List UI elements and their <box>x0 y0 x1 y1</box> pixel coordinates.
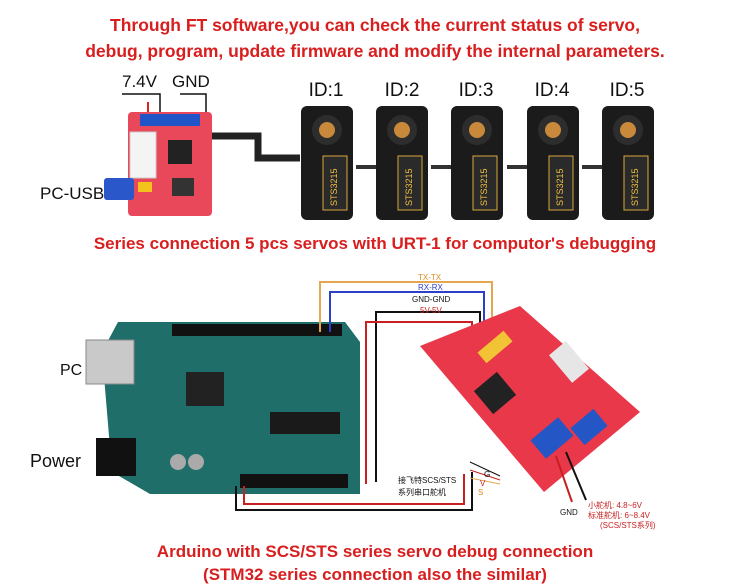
servo-3: STS3215 <box>451 106 503 220</box>
wire-rx <box>329 291 485 332</box>
wire-label-gnd: GND-GND <box>412 295 451 304</box>
servo-1: STS3215 <box>301 106 353 220</box>
header-line-1: Through FT software,you can check the cu… <box>110 15 640 35</box>
pc-usb-label: PC-USB <box>40 184 105 203</box>
servo-connector-text-1: 接飞特SCS/STS <box>398 476 457 485</box>
caption-top: Series connection 5 pcs servos with URT-… <box>93 234 657 253</box>
wire-tx <box>319 281 493 332</box>
arduino-board <box>102 322 360 494</box>
gnd-label: GND <box>172 72 210 91</box>
pc-label: PC <box>60 362 83 379</box>
servo-5: STS3215 <box>602 106 654 220</box>
wire-label-tx: TX-TX <box>418 273 442 282</box>
servo-3-model: STS3215 <box>479 168 489 206</box>
power-label: Power <box>30 451 82 471</box>
gnd-output-label: GND <box>560 508 578 517</box>
arduino-usb <box>85 339 135 385</box>
usb-plug <box>104 178 134 200</box>
servo-id-1: ID:1 <box>308 80 344 101</box>
servo-2: STS3215 <box>376 106 428 220</box>
servo-2-model: STS3215 <box>404 168 414 206</box>
servo-id-4: ID:4 <box>534 80 570 101</box>
wire-label-5v: 5V-5V <box>420 306 442 315</box>
top-wiring-diagram <box>104 93 602 216</box>
header-line-2: debug, program, update firmware and modi… <box>85 41 665 61</box>
bottom-wiring-diagram <box>85 281 640 511</box>
pin-label-s: S <box>478 488 484 497</box>
caption-bottom-2: (STM32 series connection also the simila… <box>203 565 547 584</box>
servo-id-3: ID:3 <box>458 80 494 101</box>
servo-4: STS3215 <box>527 106 579 220</box>
pin-label-v: V <box>480 479 486 488</box>
power-note-3: (SCS/STS系列) <box>600 521 656 530</box>
servo-1-model: STS3215 <box>329 168 339 206</box>
servo-connector-text-2: 系列串口舵机 <box>398 488 446 497</box>
pin-label-g: G <box>484 470 491 479</box>
wire-label-rx: RX-RX <box>418 283 443 292</box>
debug-board <box>420 306 640 492</box>
servo-id-5: ID:5 <box>609 80 645 101</box>
servo-id-2: ID:2 <box>384 80 420 101</box>
caption-bottom-1: Arduino with SCS/STS series servo debug … <box>156 542 594 561</box>
power-note-2: 标准舵机: 6~8.4V <box>588 511 651 520</box>
power-note-1: 小舵机: 4.8~6V <box>588 501 643 510</box>
voltage-label: 7.4V <box>122 72 157 91</box>
arduino-dc-jack <box>96 438 136 476</box>
servo-5-model: STS3215 <box>630 168 640 206</box>
servo-4-model: STS3215 <box>555 168 565 206</box>
